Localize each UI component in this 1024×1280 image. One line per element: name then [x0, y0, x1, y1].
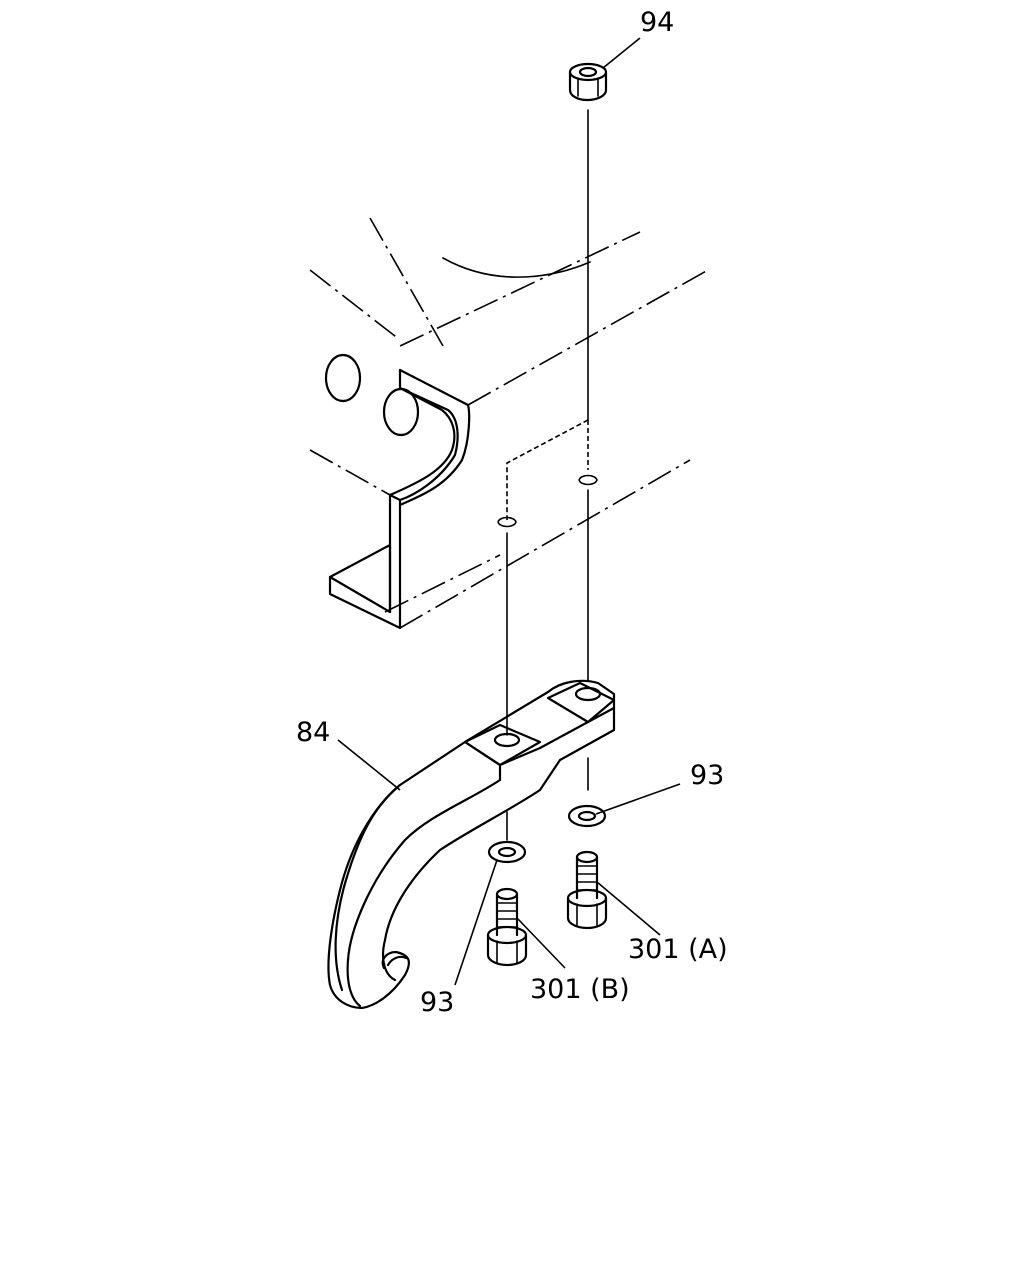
bolt-301b	[486, 887, 528, 967]
callout-94: 94	[640, 7, 674, 38]
bolt-301a	[566, 850, 608, 930]
washer-93-left	[487, 840, 527, 864]
assembly-centerlines	[497, 109, 598, 841]
callout-93-right: 93	[690, 760, 724, 791]
callout-93-left: 93	[420, 987, 454, 1018]
nut-94	[568, 62, 608, 102]
washer-93-right	[567, 804, 607, 828]
callout-301a: 301 (A)	[628, 934, 728, 965]
callout-301b: 301 (B)	[530, 974, 630, 1005]
bracket-84	[327, 679, 616, 1010]
frame-rail	[309, 217, 709, 630]
leader-lines	[337, 37, 681, 986]
callout-84: 84	[296, 717, 330, 748]
